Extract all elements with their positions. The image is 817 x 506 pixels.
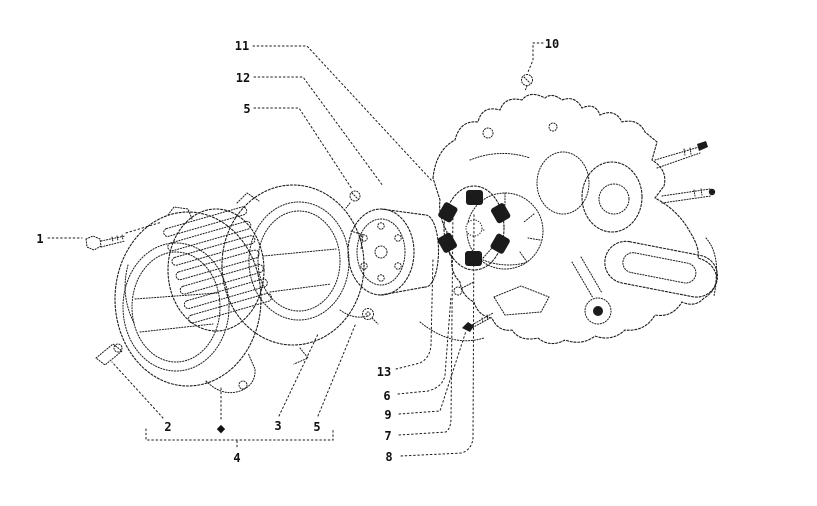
screw-part-5-top: [345, 190, 361, 209]
leader-6: [397, 295, 452, 395]
stator-screw-b: [449, 243, 455, 249]
leader-9: [398, 330, 467, 415]
rotor-face-inner: [356, 218, 406, 286]
callout-12[interactable]: 12: [236, 71, 250, 85]
screw-part-6: [453, 281, 475, 296]
cylinder-opening: [581, 161, 643, 233]
shroud-tab-bottom: [293, 347, 309, 365]
cylinder-stud-lower: [661, 188, 716, 204]
leader-13: [395, 257, 434, 370]
wiring-clamp-plate: [493, 285, 550, 316]
leader-1: [47, 221, 163, 239]
leader-8: [400, 213, 475, 457]
callout-8[interactable]: 8: [385, 450, 392, 464]
callout-1[interactable]: 1: [36, 232, 43, 246]
leader-11: [252, 45, 434, 183]
rotor-holes: [360, 222, 402, 282]
shroud-chords: [262, 248, 337, 293]
callout-labels: 1 2 3 4 5 5 6 7 8 9 10 11 12 13 ◆: [36, 37, 559, 465]
callout-2[interactable]: 2: [164, 420, 171, 434]
rotor-face: [347, 208, 415, 296]
leader-5-top: [253, 107, 353, 190]
callout-4[interactable]: 4: [233, 451, 240, 465]
cooling-shroud: [221, 184, 369, 365]
leader-12: [253, 76, 384, 187]
shroud-tab-top: [236, 192, 260, 204]
callout-10[interactable]: 10: [545, 37, 559, 51]
flange-bolt-part-1: [85, 234, 126, 251]
leader-2: [111, 361, 164, 419]
pivot-bolt-part-9: [462, 312, 494, 332]
crankcase-outline: [432, 93, 717, 345]
rubber-plug-part-2: [95, 343, 123, 366]
callout-6[interactable]: 6: [383, 389, 390, 403]
case-bolt-hole-a: [482, 127, 494, 139]
leader-3: [278, 333, 319, 417]
cover-bottom-lobe: [205, 352, 256, 394]
stator-screw-c: [493, 243, 499, 249]
callout-5-kit[interactable]: 5: [313, 420, 320, 434]
kickstart-lever: [571, 256, 612, 325]
case-bolt-hole-b: [548, 122, 558, 132]
stud-lower-tip: [708, 188, 716, 196]
callout-9[interactable]: 9: [384, 408, 391, 422]
cylinder-bore: [598, 183, 630, 215]
crank-web-ribs: [471, 192, 541, 263]
leader-5-kit: [317, 322, 357, 417]
screw-part-10: [521, 74, 533, 92]
callout-5-top[interactable]: 5: [243, 102, 250, 116]
callout-3[interactable]: 3: [274, 419, 281, 433]
leader-7: [398, 209, 454, 436]
lower-case-arm: [419, 321, 485, 342]
crankcase-bearing-boss: [536, 151, 590, 215]
cover-bolt-hole: [238, 380, 248, 390]
shroud-tab-right: [350, 230, 364, 250]
fan-cover: [114, 206, 262, 394]
crankcase: [419, 93, 719, 345]
stud-upper-tip: [697, 141, 708, 151]
cylinder-stud-upper: [654, 141, 708, 169]
rotor-back-rim: [424, 214, 440, 288]
kit-bracket: [145, 428, 334, 450]
cover-top-tab: [167, 206, 193, 220]
case-rib-top: [469, 153, 531, 161]
screw-part-5-kit: [362, 308, 379, 325]
stator-coils: [437, 190, 511, 266]
leader-10: [527, 42, 544, 73]
fan-blades: [163, 206, 272, 324]
rotor-hub: [374, 245, 388, 259]
fan-drum: [167, 208, 265, 332]
callout-7[interactable]: 7: [384, 429, 391, 443]
shroud-ear: [339, 309, 369, 318]
rear-mount-bracket: [604, 240, 719, 298]
flywheel-rotor: [347, 208, 440, 296]
cover-left-rib: [124, 264, 135, 324]
callout-11[interactable]: 11: [235, 39, 249, 53]
stator-screw-a: [471, 193, 477, 199]
leader-lines: [47, 42, 544, 457]
kit-diamond-icon: ◆: [217, 422, 226, 435]
rotor-body-bottom: [380, 286, 426, 296]
rear-case-edge: [705, 237, 718, 297]
callout-13[interactable]: 13: [377, 365, 391, 379]
cover-grille-chords: [134, 292, 218, 333]
